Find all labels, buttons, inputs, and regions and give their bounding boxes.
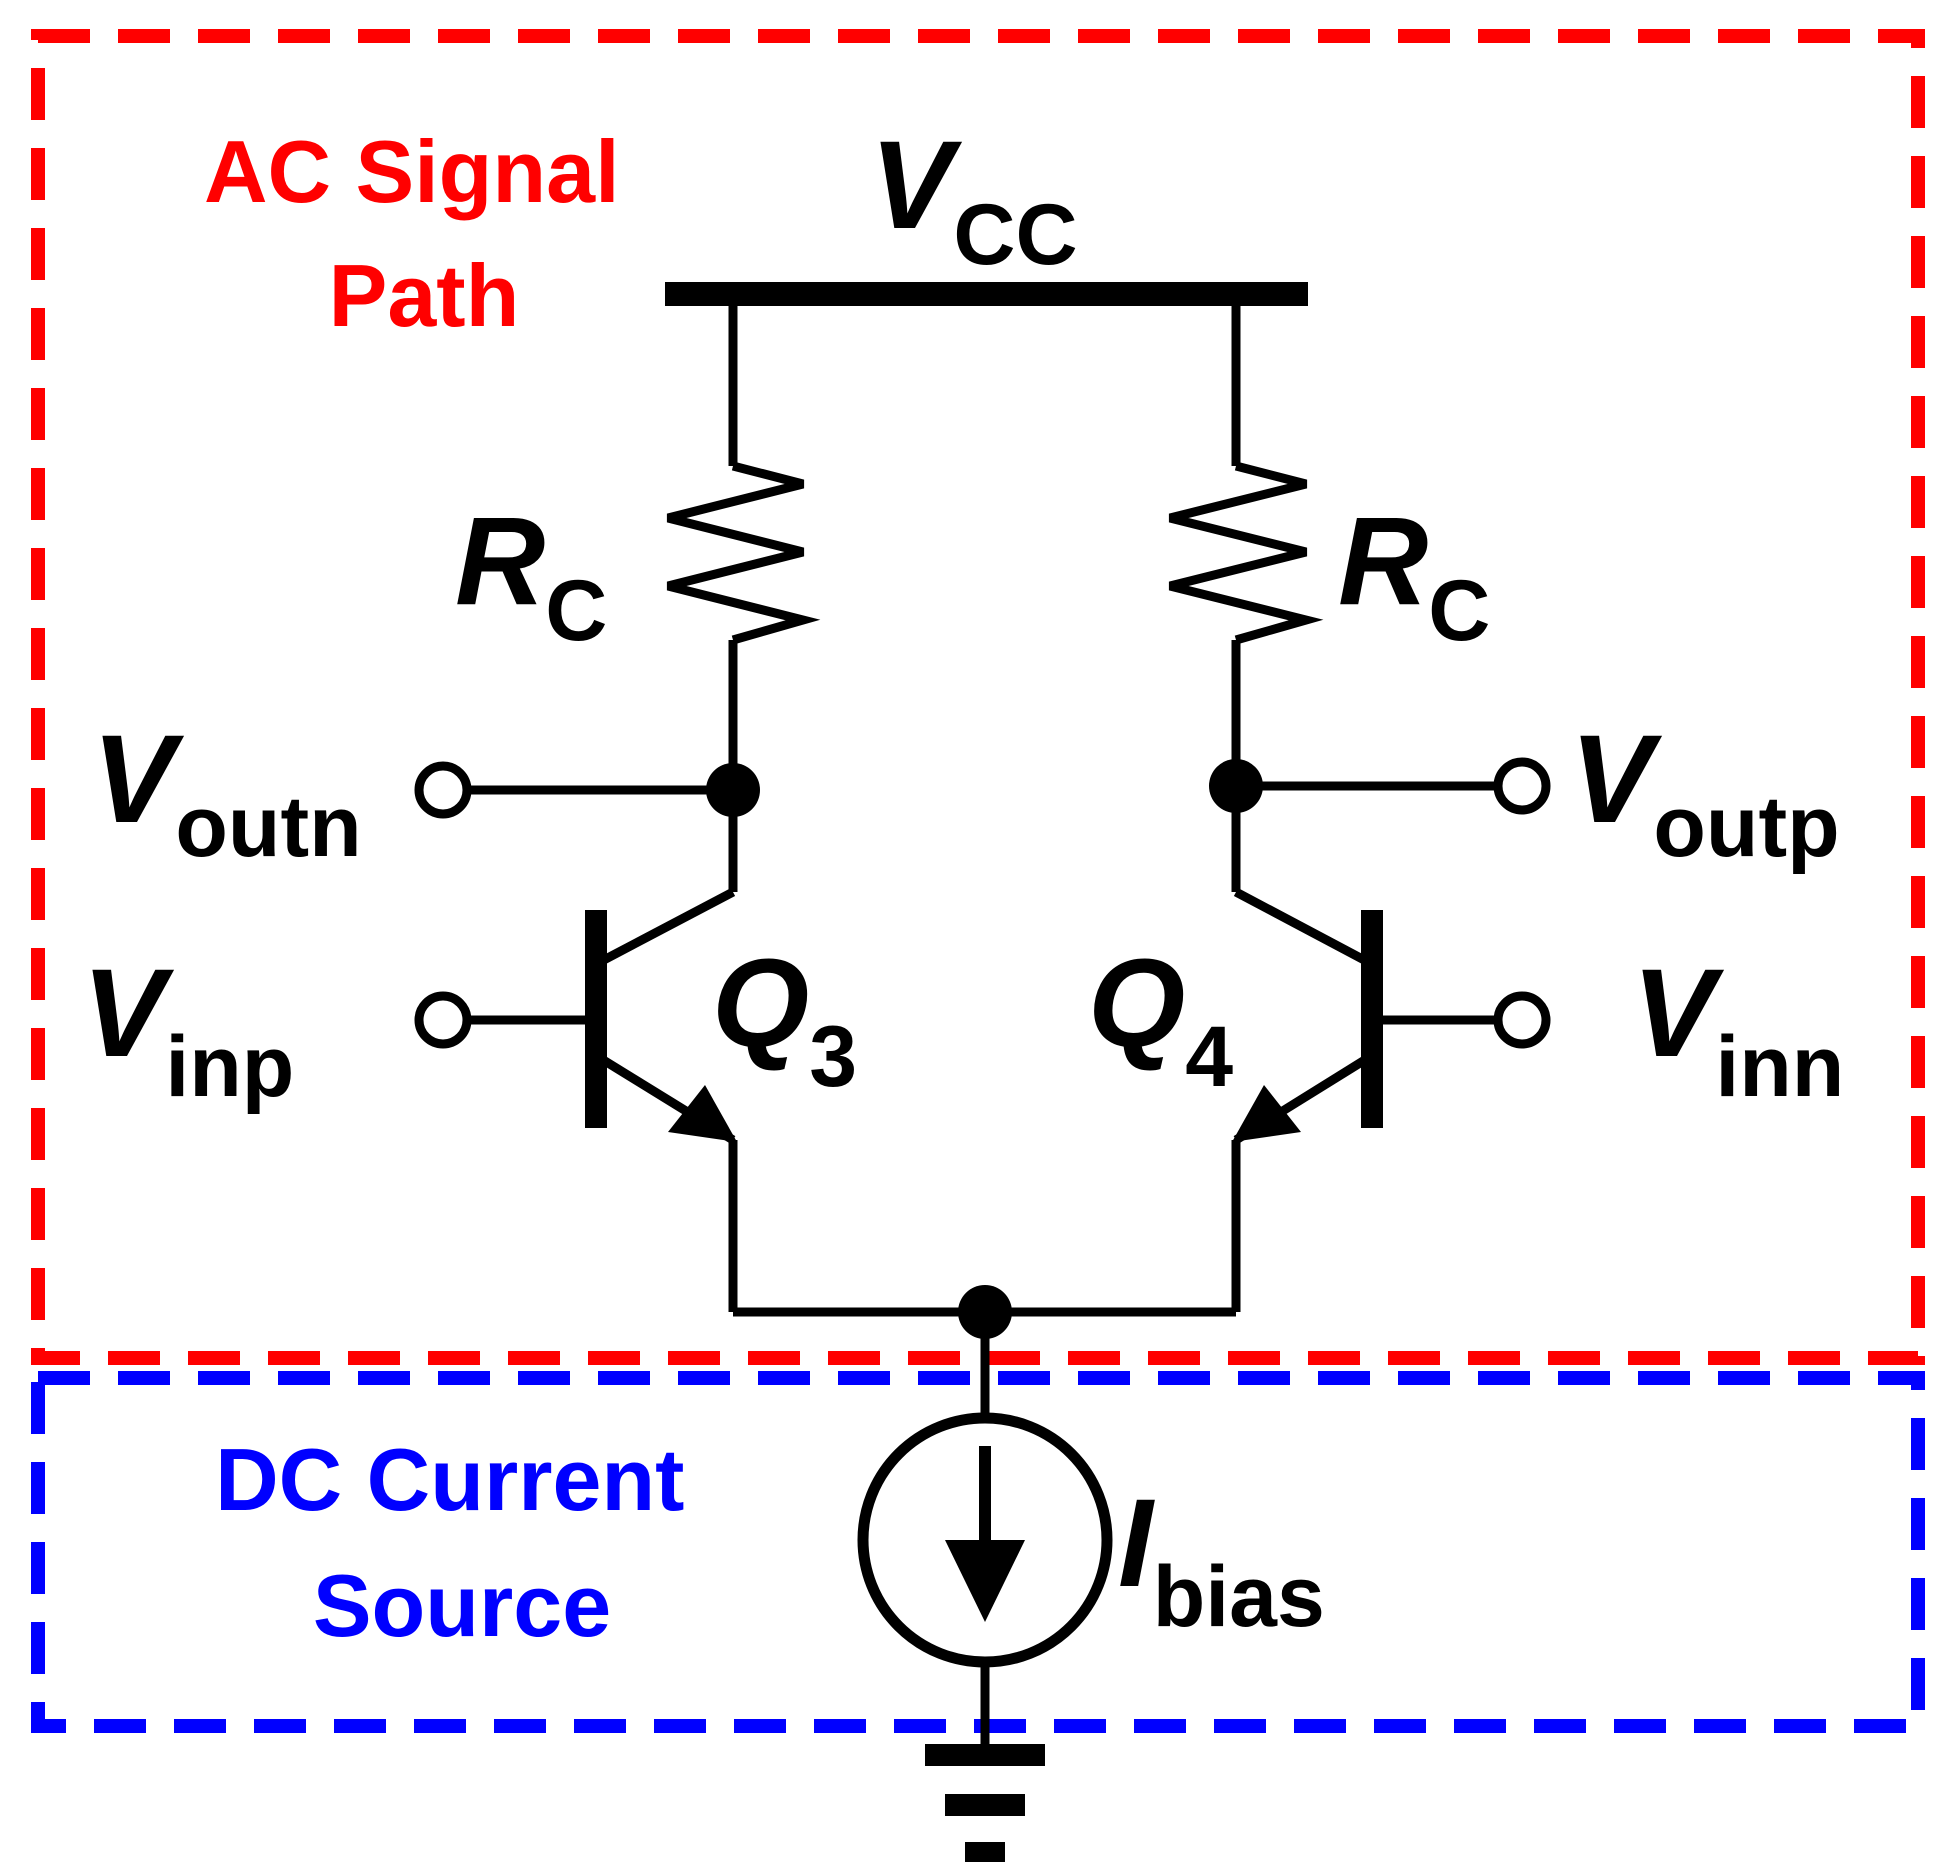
dc-region-title: DC Current Source [215, 1430, 709, 1655]
vcc-label: VCC [870, 116, 1078, 283]
voutn-terminal [414, 761, 472, 819]
ground-bar-2 [945, 1794, 1025, 1816]
right-resistor [1168, 461, 1324, 645]
ibias-label-main: I [1118, 1474, 1155, 1613]
ac-region-title-line1: AC Signal [204, 122, 620, 221]
q4-emitter-arrow [1232, 1085, 1301, 1142]
voutp-label: Voutp [1570, 710, 1840, 875]
ground-bar-1 [925, 1744, 1045, 1766]
q3-base-bar [585, 910, 607, 1128]
q4-collector-lead [1233, 888, 1371, 966]
q4-label-sub: 4 [1185, 1009, 1233, 1105]
vinp-terminal [414, 991, 472, 1049]
q4-label-main: Q [1088, 934, 1185, 1073]
voutp-junction [1209, 759, 1263, 813]
q3-emitter-arrow [668, 1085, 737, 1142]
voutn-label-main: V [92, 710, 185, 849]
voutp-label-sub: outp [1653, 779, 1839, 875]
vinn-label-sub: inn [1715, 1019, 1844, 1115]
dc-current-source-box [31, 1371, 1925, 1733]
voutn-junction [706, 763, 760, 817]
q4-base-bar [1361, 910, 1383, 1128]
ibias-label-sub: bias [1153, 1549, 1325, 1645]
voutp-label-main: V [1570, 710, 1663, 849]
rc-right-label: RC [1338, 492, 1490, 659]
vcc-label-sub: CC [953, 187, 1077, 283]
vinn-label-main: V [1632, 944, 1725, 1083]
ibias-label: Ibias [1118, 1474, 1325, 1645]
q3-label: Q3 [712, 934, 857, 1105]
vinn-label: Vinn [1632, 944, 1844, 1115]
q4-label: Q4 [1088, 934, 1233, 1105]
current-source-arrow-head [945, 1540, 1025, 1622]
q3-label-sub: 3 [809, 1009, 857, 1105]
dc-region-title-line1: DC Current [215, 1430, 684, 1529]
vinp-label: Vinp [82, 944, 294, 1115]
vinp-label-sub: inp [165, 1019, 294, 1115]
left-resistor [666, 461, 821, 645]
rc-right-label-main: R [1338, 492, 1428, 631]
dc-region-title-line2: Source [313, 1556, 611, 1655]
ac-region-title-line2: Path [329, 246, 520, 345]
ac-region-title: AC Signal Path [204, 122, 644, 345]
voutn-label: Voutn [92, 710, 362, 875]
vinp-label-main: V [82, 944, 175, 1083]
rc-left-label-main: R [455, 492, 545, 631]
rc-left-label: RC [455, 492, 607, 659]
voutp-terminal [1493, 757, 1551, 815]
q3-label-main: Q [712, 934, 809, 1073]
vinn-terminal [1493, 991, 1551, 1049]
ground-bar-3 [965, 1842, 1005, 1862]
rc-left-label-sub: C [545, 563, 607, 659]
q3-collector-lead [597, 888, 736, 966]
terminals [414, 757, 1551, 1049]
tail-junction [958, 1285, 1012, 1339]
vcc-label-main: V [870, 116, 963, 255]
rc-right-label-sub: C [1428, 563, 1490, 659]
voutn-label-sub: outn [175, 779, 361, 875]
